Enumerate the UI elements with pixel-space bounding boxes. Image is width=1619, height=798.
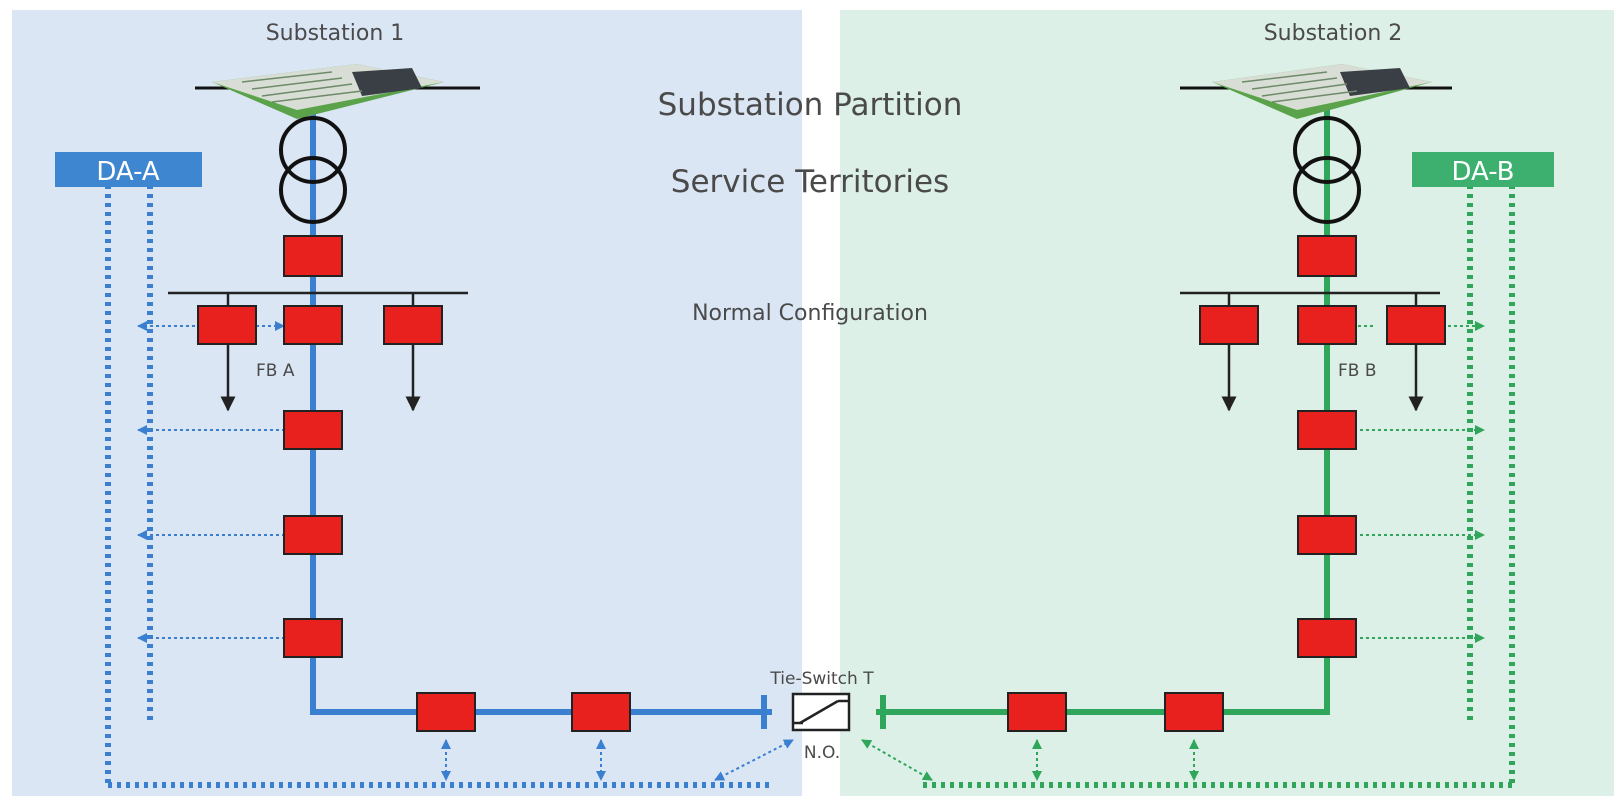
- transformer-icon: [1293, 116, 1361, 224]
- da-b-label: DA-B: [1451, 157, 1514, 187]
- recloser-icon: [197, 305, 257, 345]
- substation2-title: Substation 2: [1264, 21, 1403, 46]
- normal-configuration-label: Normal Configuration: [692, 301, 928, 326]
- partition-title: Substation Partition: [658, 87, 963, 123]
- recloser-icon: [283, 410, 343, 450]
- da-b-territory-region: [840, 10, 1614, 796]
- recloser-icon: [1297, 235, 1357, 277]
- substation1-distribution-bus: [168, 291, 468, 412]
- recloser-icon: [1199, 305, 1259, 345]
- substation1-title: Substation 1: [266, 21, 405, 46]
- recloser-icon: [1297, 305, 1357, 345]
- substation-equipment-icon: [1212, 64, 1432, 119]
- substation-equipment-icon: [212, 64, 444, 119]
- recloser-icon: [283, 305, 343, 345]
- tie-switch-label: Tie-Switch T: [769, 669, 874, 689]
- feeder-b-label: FB B: [1338, 361, 1377, 381]
- substation2-distribution-bus: [1180, 291, 1440, 412]
- tie-switch-icon: [791, 692, 851, 732]
- recloser-icon: [383, 305, 443, 345]
- recloser-group-a: [197, 235, 631, 732]
- normally-open-label: N.O.: [804, 743, 840, 763]
- recloser-icon: [283, 235, 343, 277]
- recloser-icon: [283, 515, 343, 555]
- recloser-icon: [1297, 410, 1357, 450]
- da-b-badge: DA-B: [1412, 152, 1554, 187]
- recloser-icon: [283, 618, 343, 658]
- da-a-territory-region: [12, 10, 802, 796]
- recloser-group-b: [1007, 235, 1446, 732]
- da-a-badge: DA-A: [55, 152, 202, 187]
- da-a-communication-bus: [105, 185, 770, 788]
- recloser-icon: [1297, 515, 1357, 555]
- feeder-a-label: FB A: [256, 361, 295, 381]
- transformer-icon: [279, 116, 347, 224]
- territories-title: Service Territories: [671, 164, 949, 200]
- recloser-icon: [416, 692, 476, 732]
- recloser-icon: [1386, 305, 1446, 345]
- recloser-icon: [1007, 692, 1067, 732]
- da-a-comm-links: [137, 321, 794, 781]
- recloser-icon: [1164, 692, 1224, 732]
- da-b-communication-bus: [920, 185, 1515, 788]
- da-a-label: DA-A: [96, 157, 160, 187]
- recloser-icon: [1297, 618, 1357, 658]
- recloser-icon: [571, 692, 631, 732]
